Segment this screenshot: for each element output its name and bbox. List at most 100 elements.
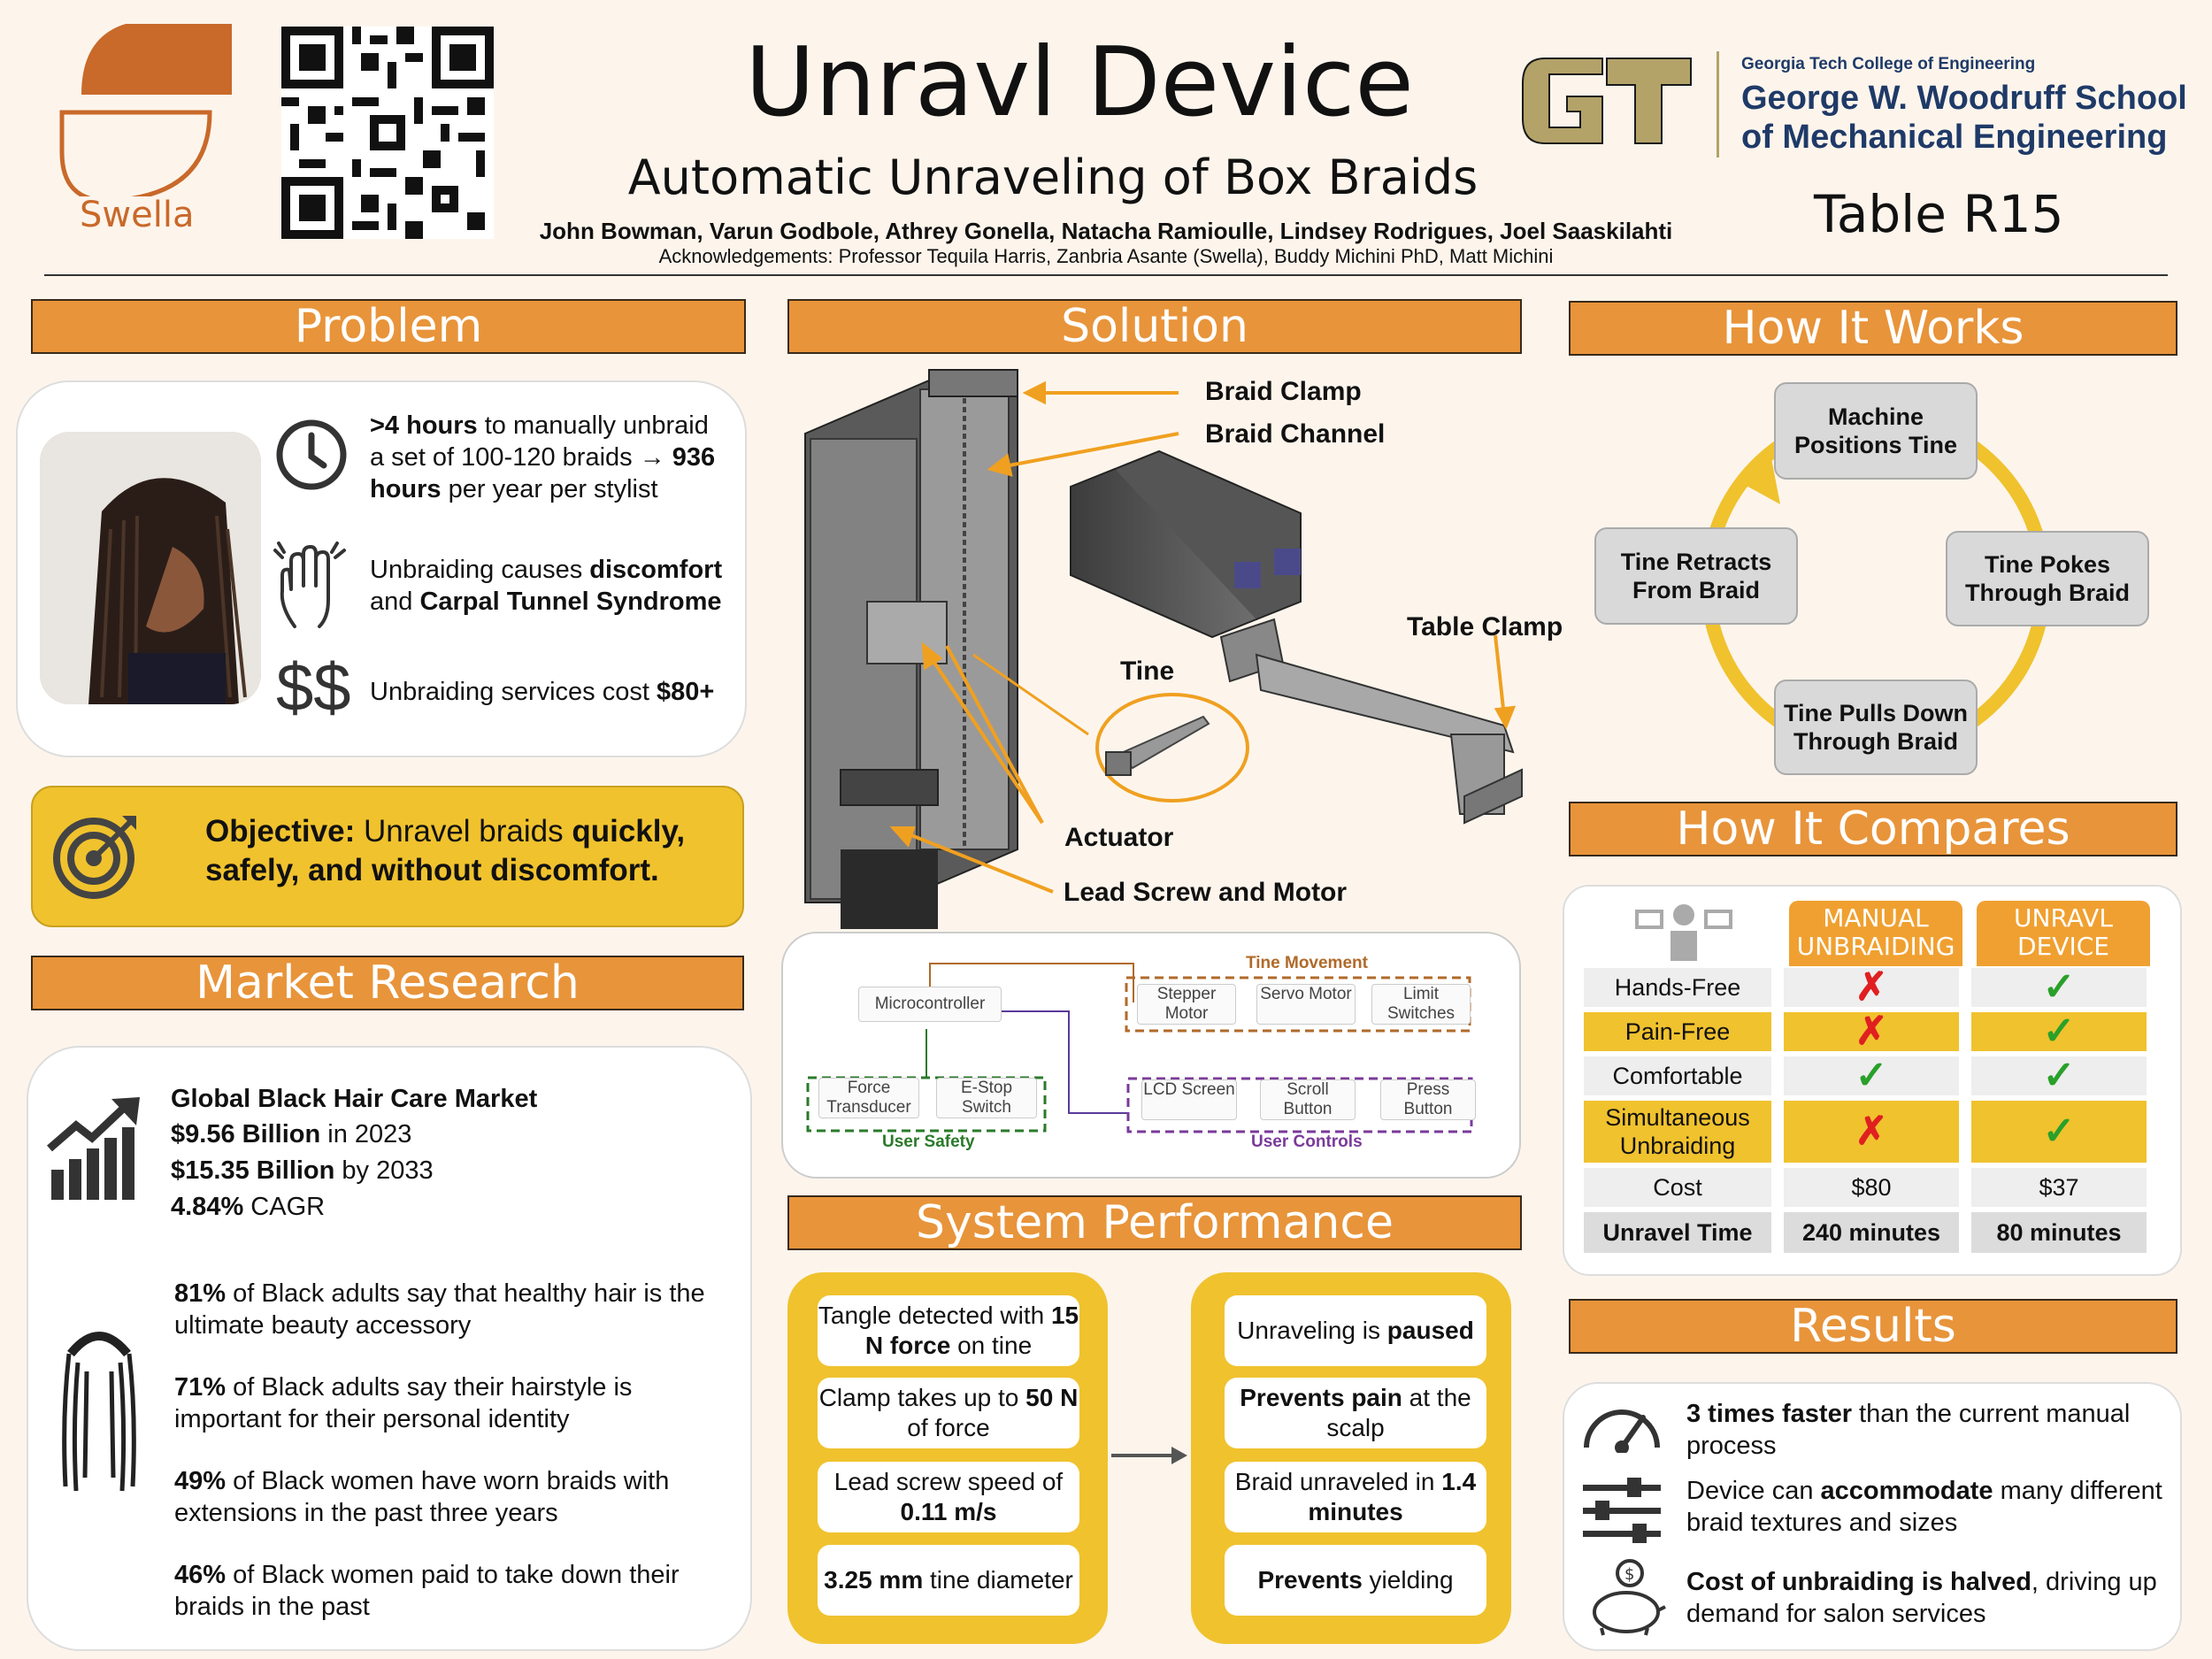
block-force: Force Transducer: [818, 1078, 919, 1118]
results-heading: Results: [1569, 1299, 2177, 1354]
compare-row-label: Cost: [1584, 1168, 1771, 1207]
block-press: Press Button: [1380, 1079, 1476, 1120]
label-braid-clamp: Braid Clamp: [1205, 377, 1362, 406]
performance-heading: System Performance: [787, 1195, 1522, 1250]
hand-pain-icon: [270, 538, 349, 640]
compare-row: Simultaneous Unbraiding ✗ ✓: [1584, 1101, 2168, 1163]
compare-col-device: UNRAVL DEVICE: [1977, 901, 2150, 966]
market-card: [27, 1046, 752, 1651]
braided-hair-icon: [53, 1318, 145, 1500]
block-estop: E-Stop Switch: [936, 1078, 1037, 1118]
header-rule: [44, 274, 2168, 276]
market-stat-81: 81% of Black adults say that healthy hai…: [174, 1279, 705, 1340]
clock-icon: [274, 418, 349, 496]
target-icon: [50, 807, 145, 907]
result-cost-halved: Cost of unbraiding is halved, driving up…: [1686, 1568, 2157, 1628]
compare-cross-icon: ✗: [1784, 1012, 1959, 1051]
compare-row: Unravel Time 240 minutes 80 minutes: [1584, 1212, 2168, 1253]
block-user-safety: User Safety: [882, 1133, 975, 1151]
sliders-icon: [1579, 1476, 1664, 1551]
market-size-2033: $15.35 Billion by 2033: [171, 1156, 434, 1185]
perf-pain: Prevents pain at the scalp: [1225, 1378, 1486, 1448]
perf-unraveled-time: Braid unraveled in 1.4 minutes: [1225, 1462, 1486, 1532]
result-faster: 3 times faster than the current manual p…: [1686, 1400, 2131, 1460]
perf-clamp: Clamp takes up to 50 N of force: [818, 1378, 1079, 1448]
compare-time-manual: 240 minutes: [1784, 1212, 1959, 1253]
dollar-icon: $$: [276, 650, 351, 726]
poster-subtitle: Automatic Unraveling of Box Braids: [627, 150, 1479, 205]
block-tine-movement: Tine Movement: [1246, 954, 1368, 972]
perf-lead-screw: Lead screw speed of 0.11 m/s: [818, 1462, 1079, 1532]
compare-cross-icon: ✗: [1784, 1101, 1959, 1163]
braids-photo: [40, 432, 261, 704]
problem-item-cost: Unbraiding services cost $80+: [370, 678, 715, 706]
device-cad-render: [779, 354, 1575, 938]
callout-arrows: [889, 380, 1517, 894]
device-render-icon: [804, 369, 1523, 929]
label-braid-channel: Braid Channel: [1205, 419, 1386, 449]
market-heading: Market Research: [31, 956, 744, 1010]
block-lcd: LCD Screen: [1141, 1079, 1237, 1120]
label-actuator: Actuator: [1064, 823, 1174, 852]
market-size-2023: $9.56 Billion in 2023: [171, 1120, 412, 1148]
compare-row-label: Simultaneous Unbraiding: [1584, 1101, 1771, 1163]
qr-code-icon: [281, 27, 494, 239]
presenter-icon: [1635, 899, 1732, 965]
svg-text:$: $: [1624, 1565, 1634, 1584]
problem-item-discomfort: Unbraiding causes discomfort and Carpal …: [370, 556, 723, 616]
label-lead-screw: Lead Screw and Motor: [1064, 878, 1348, 907]
swella-leaf-icon: [59, 24, 232, 204]
compare-row-label: Pain-Free: [1584, 1012, 1771, 1051]
gt-school-line2: of Mechanical Engineering: [1741, 119, 2168, 156]
compare-table: Hands-Free ✗ ✓ Pain-Free ✗ ✓ Comfortable…: [1584, 968, 2168, 1253]
objective-box: [31, 786, 744, 927]
step-positions-tine: Machine Positions Tine: [1774, 382, 1978, 480]
perf-tine-diameter: 3.25 mm tine diameter: [818, 1545, 1079, 1616]
qr-code[interactable]: [281, 27, 494, 239]
gt-monogram-icon: [1522, 58, 1692, 144]
gt-college: Georgia Tech College of Engineering: [1741, 55, 2036, 73]
problem-heading: Problem: [31, 299, 746, 354]
compare-row-label: Comfortable: [1584, 1056, 1771, 1095]
piggy-bank-icon: $: [1584, 1557, 1669, 1641]
block-microcontroller: Microcontroller: [858, 987, 1002, 1022]
gt-logo: [1518, 48, 1695, 154]
block-diagram-card: [781, 932, 1521, 1179]
how-it-works-heading: How It Works: [1569, 301, 2177, 356]
block-user-controls: User Controls: [1251, 1133, 1363, 1151]
compare-row: Cost $80 $37: [1584, 1168, 2168, 1207]
block-scroll: Scroll Button: [1260, 1079, 1356, 1120]
gt-school-line1: George W. Woodruff School: [1741, 80, 2187, 117]
market-stat-71: 71% of Black adults say their hairstyle …: [174, 1373, 633, 1433]
compare-heading: How It Compares: [1569, 802, 2177, 856]
performance-arrow: [1111, 1447, 1187, 1464]
label-table-clamp: Table Clamp: [1407, 612, 1563, 641]
table-number: Table R15: [1814, 184, 2064, 244]
market-stat-49: 49% of Black women have worn braids with…: [174, 1467, 670, 1527]
compare-row: Hands-Free ✗ ✓: [1584, 968, 2168, 1007]
results-card: [1563, 1382, 2182, 1651]
compare-row: Pain-Free ✗ ✓: [1584, 1012, 2168, 1051]
label-tine: Tine: [1120, 657, 1175, 686]
speedometer-icon: [1579, 1396, 1664, 1457]
compare-check-icon: ✓: [1971, 1056, 2147, 1095]
compare-row-label: Unravel Time: [1584, 1212, 1771, 1253]
perf-paused: Unraveling is paused: [1225, 1295, 1486, 1366]
compare-check-icon: ✓: [1971, 1101, 2147, 1163]
compare-cross-icon: ✗: [1784, 968, 1959, 1007]
block-stepper: Stepper Motor: [1137, 984, 1236, 1025]
market-cagr: 4.84% CAGR: [171, 1193, 326, 1221]
compare-check-icon: ✓: [1971, 968, 2147, 1007]
compare-cost-device: $37: [1971, 1168, 2147, 1207]
perf-tangle: Tangle detected with 15 N force on tine: [818, 1295, 1079, 1366]
gt-divider: [1717, 51, 1719, 157]
poster-title: Unravl Device: [745, 27, 1414, 138]
step-retracts: Tine Retracts From Braid: [1594, 527, 1798, 625]
compare-time-device: 80 minutes: [1971, 1212, 2147, 1253]
compare-check-icon: ✓: [1784, 1056, 1959, 1095]
acknowledgements: Acknowledgements: Professor Tequila Harr…: [658, 245, 1554, 267]
step-pokes-through: Tine Pokes Through Braid: [1946, 531, 2149, 626]
market-title: Global Black Hair Care Market: [171, 1085, 538, 1113]
block-limit: Limit Switches: [1371, 984, 1471, 1025]
step-pulls-down: Tine Pulls Down Through Braid: [1774, 680, 1978, 775]
